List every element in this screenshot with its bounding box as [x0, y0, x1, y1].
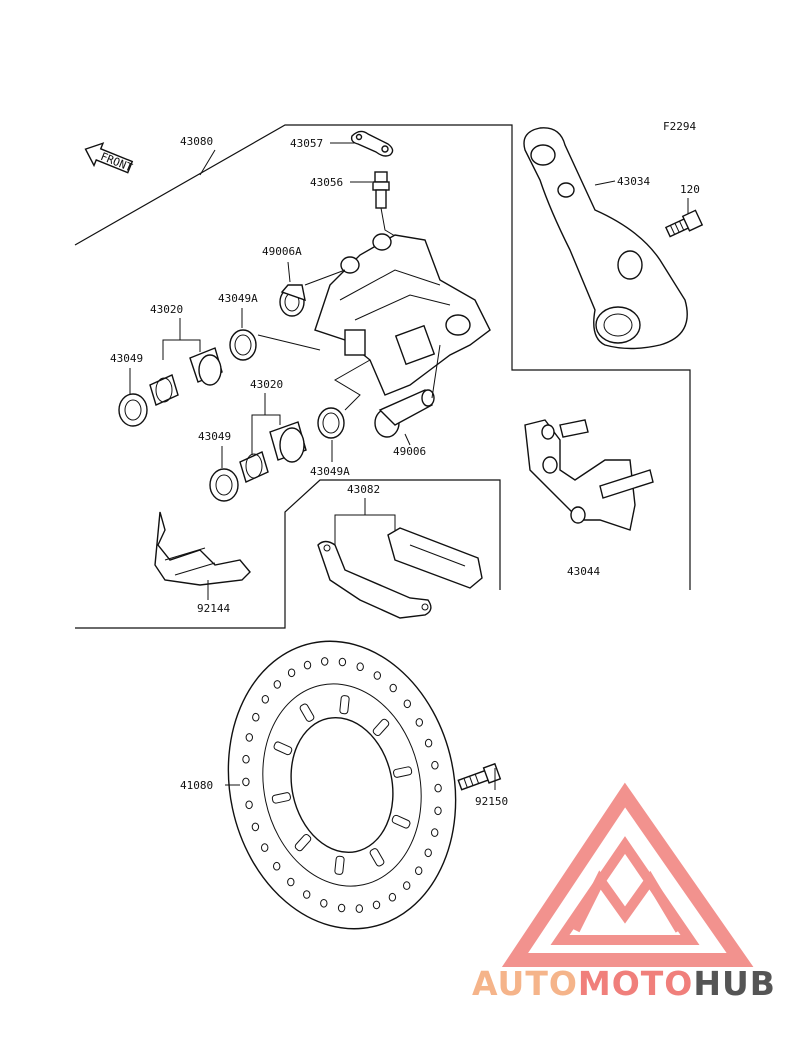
disc-holes — [242, 657, 442, 913]
disc-hole — [287, 877, 295, 887]
label-43020-lower: 43020 — [250, 378, 283, 391]
disc-hole — [424, 848, 432, 858]
bolt-120-part — [664, 209, 704, 238]
label-43049-upper: 43049 — [110, 352, 143, 365]
piston-upper-part — [189, 347, 223, 386]
disc-hole — [415, 866, 423, 876]
disc-bolt-part — [457, 762, 502, 791]
label-43044: 43044 — [567, 565, 600, 578]
label-43082: 43082 — [347, 483, 380, 496]
disc-hole — [403, 699, 411, 709]
seal-43049A-lower-part — [317, 407, 345, 439]
disc-hole — [434, 783, 442, 793]
label-92144: 92144 — [197, 602, 230, 615]
disc-slot — [299, 703, 315, 722]
disc-slot — [271, 792, 291, 804]
disc-hole — [251, 822, 260, 832]
disc-hole — [434, 806, 442, 816]
disc-slot — [334, 855, 345, 875]
piston-insulator-lower-part — [239, 451, 269, 483]
disc-hole — [389, 683, 397, 693]
disc-hole — [245, 800, 253, 810]
disc-hole — [431, 760, 439, 770]
bleeder-valve-part — [372, 171, 390, 209]
brake-disc-part — [227, 640, 457, 930]
disc-hole — [303, 660, 312, 670]
disc-slot — [369, 848, 385, 867]
disc-hole — [403, 881, 411, 890]
caliper-body-part — [314, 233, 491, 396]
label-43049A-lower: 43049A — [310, 465, 350, 478]
pad-shim-part — [317, 540, 432, 619]
watermark-text: AUTOMOTOHUB — [472, 964, 776, 1003]
caliper-bracket-part — [523, 127, 688, 350]
disc-slot — [339, 695, 350, 715]
pin-49006-part — [374, 389, 435, 438]
piston-lower-part — [269, 421, 307, 463]
disc-hole — [431, 828, 439, 837]
svg-text:FRONT: FRONT — [99, 150, 135, 175]
disc-hole — [261, 695, 269, 704]
label-43056: 43056 — [310, 176, 343, 189]
disc-hole — [242, 777, 250, 787]
disc-hole — [242, 754, 250, 764]
label-43057: 43057 — [290, 137, 323, 150]
disc-hole — [273, 680, 281, 689]
label-49006A: 49006A — [262, 245, 302, 258]
automotohub-logo-icon — [501, 782, 754, 967]
disc-hole — [355, 904, 363, 913]
label-43034: 43034 — [617, 175, 650, 188]
disc-slot — [372, 718, 390, 737]
bleeder-cap-part — [350, 130, 394, 157]
label-49006: 49006 — [393, 445, 426, 458]
disc-hole — [303, 890, 311, 899]
pin-49006A-part — [279, 284, 306, 317]
piston-insulator-upper-part — [149, 374, 179, 406]
disc-slot — [393, 766, 413, 778]
disc-hole — [372, 900, 381, 910]
pad-spring-part — [154, 511, 251, 586]
disc-hole — [287, 668, 296, 678]
label-43080: 43080 — [180, 135, 213, 148]
label-43049A-upper: 43049A — [218, 292, 258, 305]
pad-kit-outline — [75, 479, 501, 629]
disc-hole — [356, 662, 364, 672]
seal-43049-upper-part — [118, 393, 148, 427]
disc-slot — [273, 741, 293, 756]
assembly-outline — [74, 124, 691, 590]
disc-slot — [391, 814, 411, 829]
label-43049-lower: 43049 — [198, 430, 231, 443]
disc-slot — [294, 833, 312, 852]
disc-hole — [273, 861, 281, 871]
disc-hole — [373, 671, 381, 680]
label-43020-upper: 43020 — [150, 303, 183, 316]
seal-43049A-upper-part — [229, 329, 257, 361]
disc-hole — [245, 733, 254, 742]
disc-hole — [415, 718, 423, 727]
logo-triangle — [501, 782, 754, 967]
label-92150: 92150 — [475, 795, 508, 808]
disc-hole — [337, 903, 346, 913]
figure-code: F2294 — [663, 120, 696, 133]
disc-hole — [320, 899, 328, 908]
label-120: 120 — [680, 183, 700, 196]
disc-hole — [338, 657, 347, 667]
disc-hole — [424, 738, 433, 748]
brake-pad-part — [387, 527, 483, 589]
seal-43049-lower-part — [209, 468, 239, 502]
disc-hole — [252, 712, 260, 722]
disc-hole — [388, 892, 397, 902]
disc-hole — [261, 843, 269, 852]
front-arrow-icon: FRONT — [84, 142, 135, 175]
disc-hole — [321, 657, 329, 666]
mounting-bracket-part — [524, 419, 654, 531]
label-41080: 41080 — [180, 779, 213, 792]
